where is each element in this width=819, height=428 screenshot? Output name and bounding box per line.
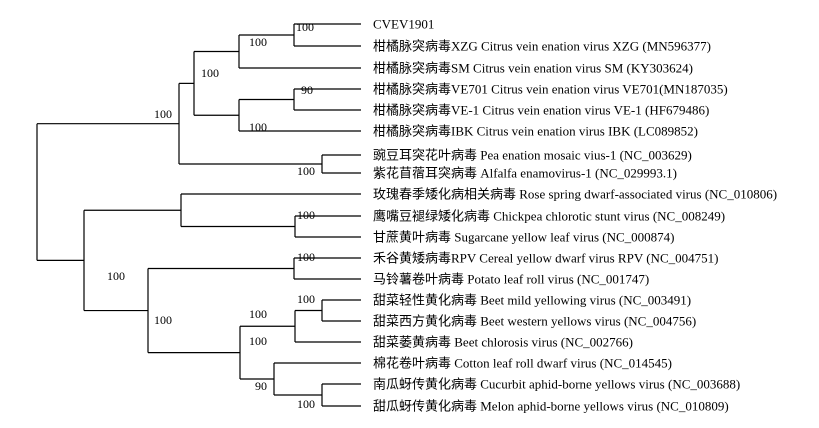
bootstrap-value: 100 [297,292,315,306]
bootstrap-value: 100 [154,107,172,121]
taxon-label: 柑橘脉突病毒VE701 Citrus vein enation virus VE… [373,82,728,97]
bootstrap-value: 100 [249,334,267,348]
taxon-label: 甘蔗黄叶病毒 Sugarcane yellow leaf virus (NC_0… [373,230,674,245]
bootstrap-value: 100 [249,307,267,321]
taxon-label: 甜菜萎黄病毒 Beet chlorosis virus (NC_002766) [373,335,633,350]
bootstrap-value: 100 [297,164,315,178]
bootstrap-value: 100 [296,20,314,34]
taxon-label: 豌豆耳突花叶病毒 Pea enation mosaic vius-1 (NC_0… [373,148,692,163]
taxon-label: 柑橘脉突病毒VE-1 Citrus vein enation virus VE-… [373,103,709,118]
taxon-label: 马铃薯卷叶病毒 Potato leaf roll virus (NC_00174… [373,272,649,287]
bootstrap-value: 100 [107,269,125,283]
bootstrap-value: 100 [154,313,172,327]
taxon-label: 柑橘脉突病毒XZG Citrus vein enation virus XZG … [373,39,711,54]
taxon-label: CVEV1901 [373,17,434,32]
bootstrap-value: 90 [301,83,313,97]
taxon-label: 鹰嘴豆褪绿矮化病毒 Chickpea chlorotic stunt virus… [373,209,725,224]
taxon-labels: CVEV1901 柑橘脉突病毒XZG Citrus vein enation vi… [373,17,777,414]
taxon-label: 甜菜轻性黄化病毒 Beet mild yellowing virus (NC_0… [373,293,691,308]
bootstrap-value: 100 [249,120,267,134]
bootstrap-values: 100 100 100 90 100 100 100 100 100 100 100 100 100 90… [107,20,315,411]
taxon-label: 玫瑰春季矮化病相关病毒 Rose spring dwarf-associated… [373,187,777,202]
tree-branches [36,23,361,407]
taxon-label: 柑橘脉突病毒IBK Citrus vein enation virus IBK … [373,124,698,139]
taxon-label: 南瓜蚜传黄化病毒 Cucurbit aphid-borne yellows vi… [373,377,740,392]
taxon-label: 甜菜西方黄化病毒 Beet western yellows virus (NC_… [373,314,696,329]
bootstrap-value: 100 [201,66,219,80]
taxon-label: 禾谷黄矮病毒RPV Cereal yellow dwarf virus RPV … [373,251,718,266]
taxon-label: 柑橘脉突病毒SM Citrus vein enation virus SM (K… [373,61,693,76]
bootstrap-value: 100 [297,397,315,411]
bootstrap-value: 100 [297,208,315,222]
taxon-label: 紫花苜蓿耳突病毒 Alfalfa enamovirus-1 (NC_029993… [373,166,677,181]
bootstrap-value: 100 [297,250,315,264]
taxon-label: 甜瓜蚜传黄化病毒 Melon aphid-borne yellows virus… [373,399,729,414]
bootstrap-value: 100 [249,35,267,49]
taxon-label: 棉花卷叶病毒 Cotton leaf roll dwarf virus (NC_… [373,356,672,371]
bootstrap-value: 90 [255,379,267,393]
